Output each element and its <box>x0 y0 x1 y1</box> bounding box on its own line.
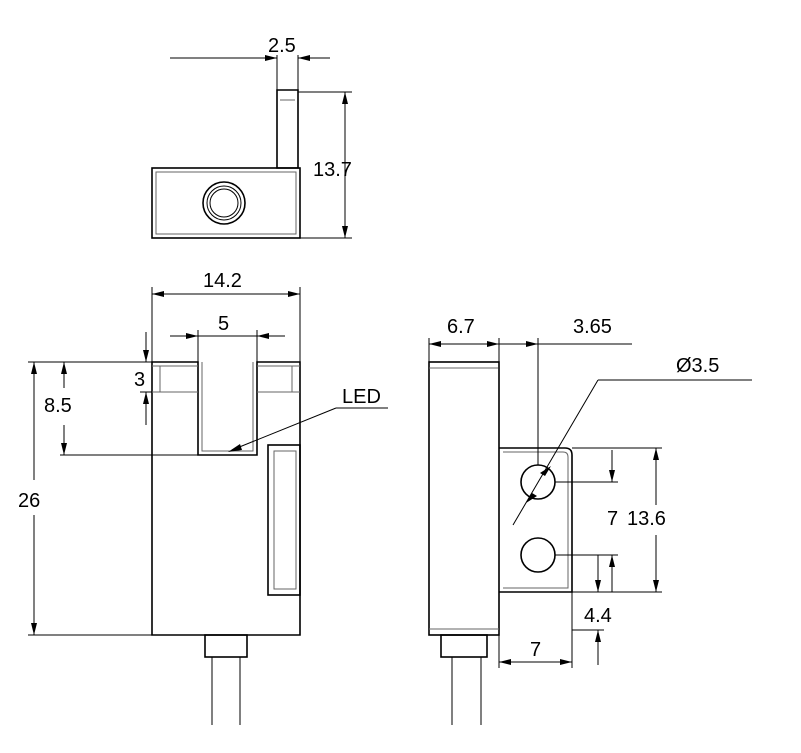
dim-slot-width: 5 <box>218 313 229 335</box>
top-view: 2.5 13.7 <box>151 35 352 239</box>
dim-front-width: 14.2 <box>203 270 242 292</box>
side-view: 6.7 3.65 Ø3.5 7 13.6 4.4 <box>428 316 752 725</box>
hole-icon <box>202 181 246 225</box>
dim-led-depth: 8.5 <box>44 395 72 417</box>
dim-tab-height: 13.6 <box>627 508 666 530</box>
dim-tab-width: 7 <box>530 639 541 661</box>
dim-hole-bottom: 4.4 <box>584 605 612 627</box>
dim-slot-step: 3 <box>134 369 145 391</box>
dim-top-width: 2.5 <box>268 35 296 57</box>
hole-lower-icon <box>520 537 556 573</box>
dim-side-width: 6.7 <box>447 316 475 338</box>
dim-hole-pitch: 7 <box>607 508 618 530</box>
dim-top-height: 13.7 <box>313 159 352 181</box>
dim-hole-offset: 3.65 <box>573 316 612 338</box>
dim-total-height: 26 <box>18 490 40 512</box>
dim-hole-diameter: Ø3.5 <box>676 355 719 377</box>
front-view: 14.2 5 3 8.5 26 LED <box>18 270 388 725</box>
led-label: LED <box>342 386 381 408</box>
